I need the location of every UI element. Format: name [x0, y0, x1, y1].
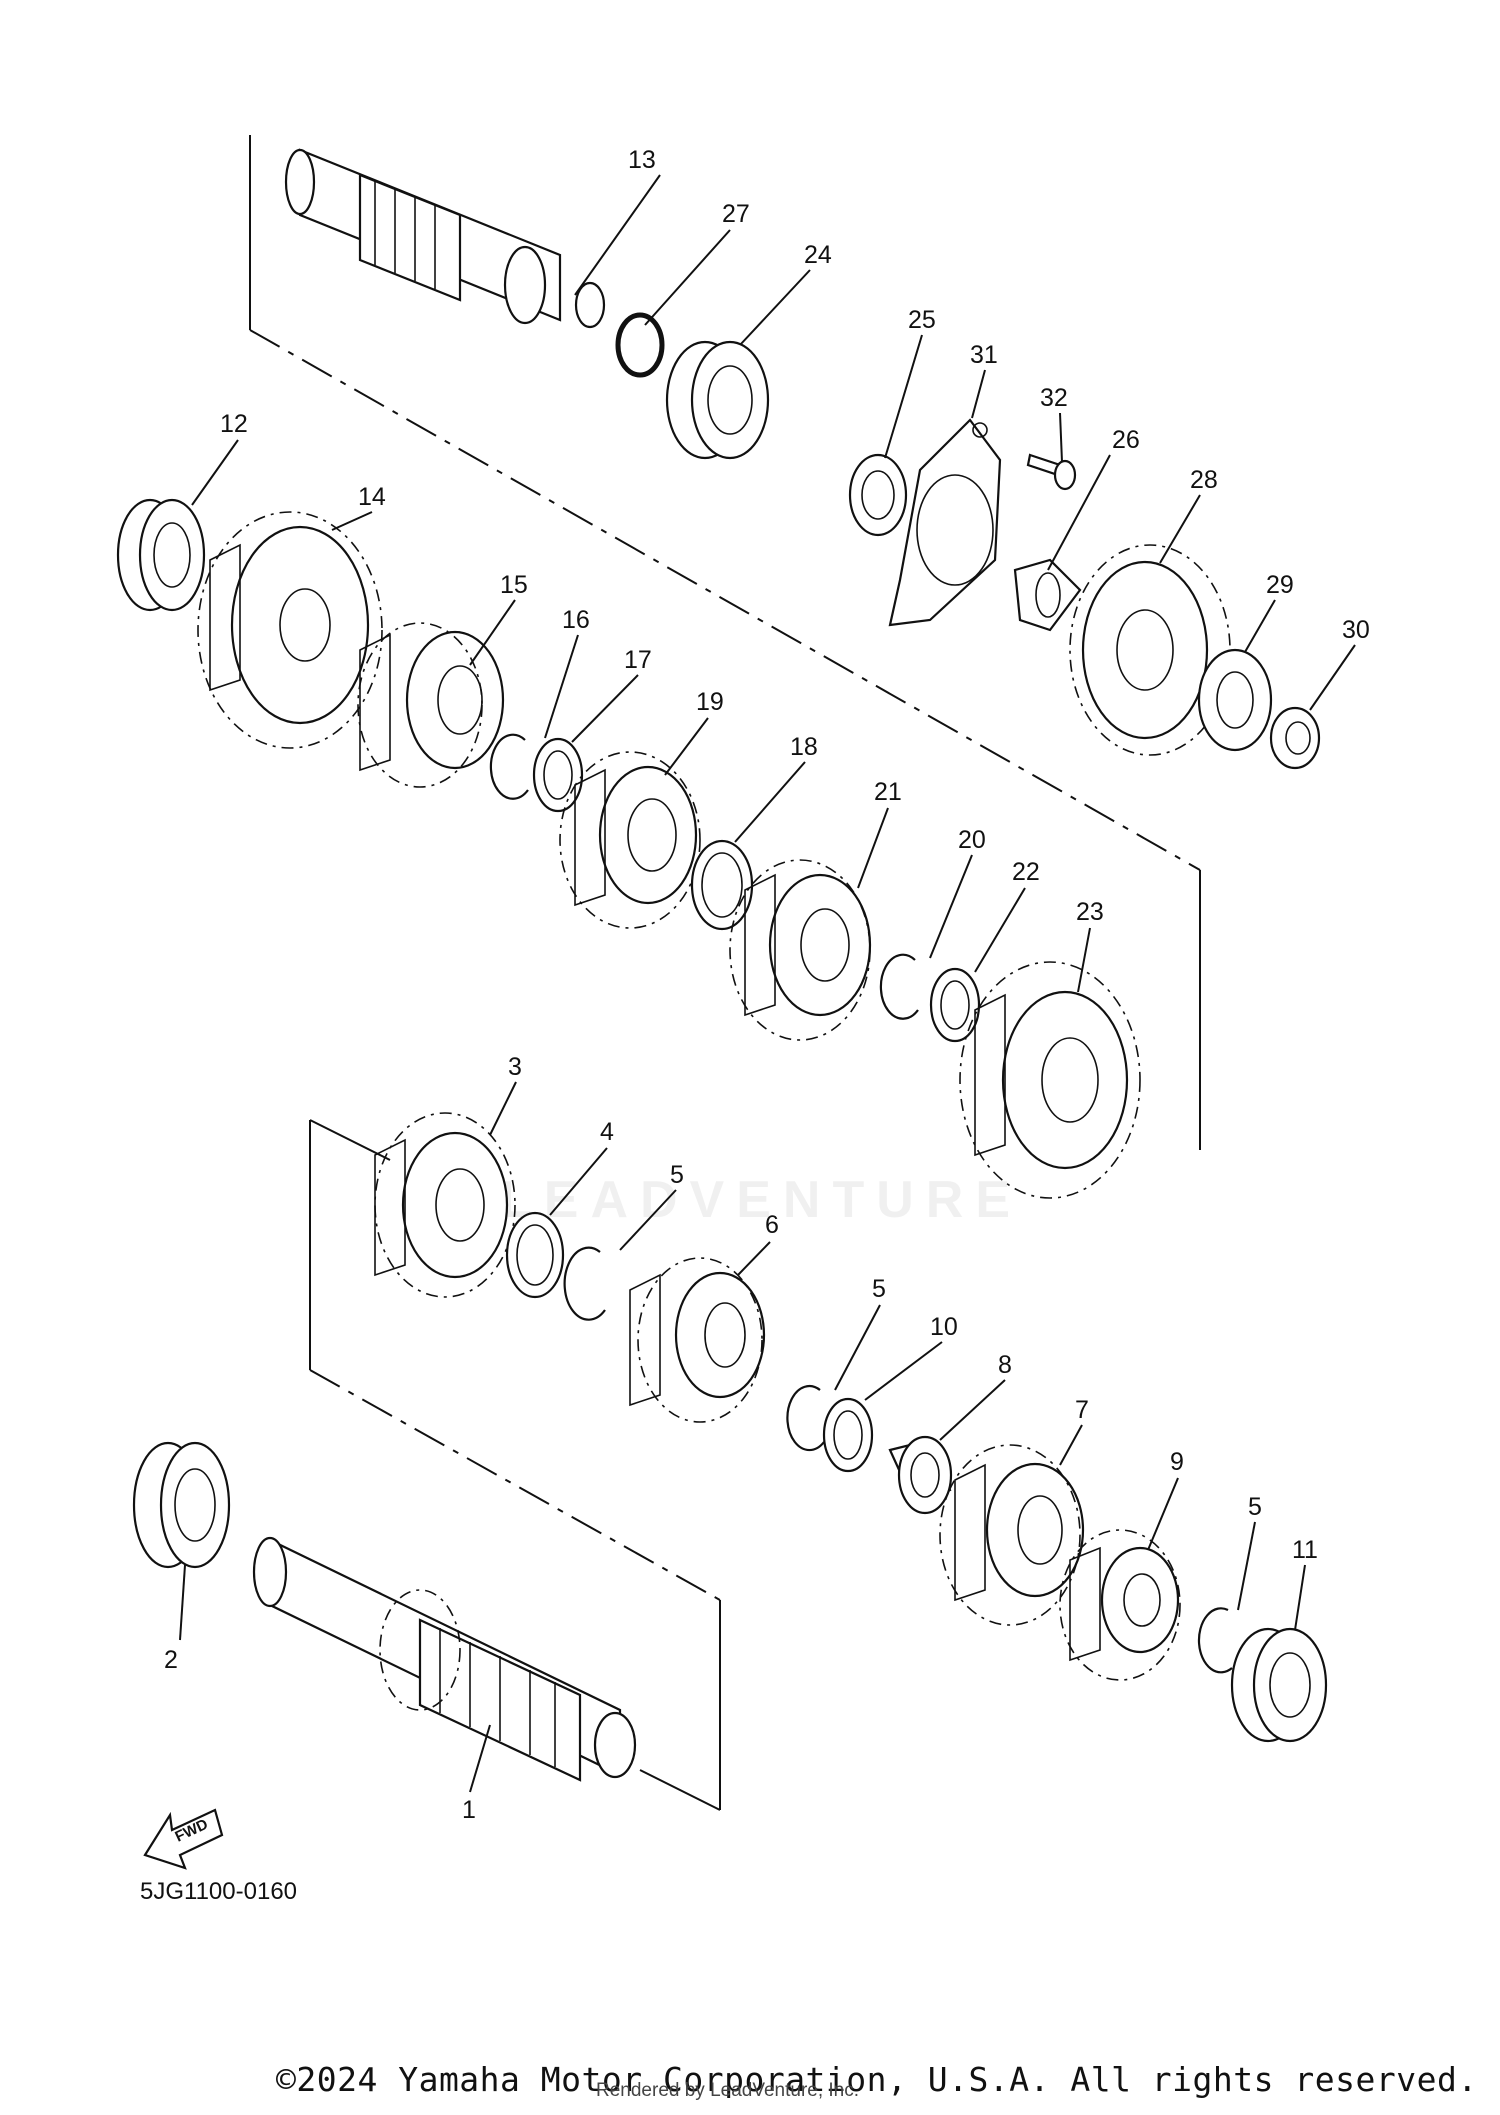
- callout-16: 16: [562, 606, 590, 634]
- callout-3: 3: [508, 1053, 522, 1081]
- part-drive-axle: [252, 1536, 637, 1782]
- part-gear-3: [374, 1112, 516, 1298]
- part-washer-4: [505, 1211, 565, 1299]
- callout-19: 19: [696, 688, 724, 716]
- leader-lines: [179, 174, 1356, 1793]
- callout-5a: 5: [670, 1161, 684, 1189]
- callout-30: 30: [1342, 616, 1370, 644]
- part-washer-17: [532, 737, 584, 813]
- part-bushing-8: [888, 1435, 953, 1515]
- part-lock-washer: [1197, 648, 1273, 752]
- fwd-arrow-icon: FWD: [143, 1808, 224, 1870]
- callout-1: 1: [462, 1796, 476, 1824]
- part-bearing-11: [1230, 1627, 1328, 1743]
- callout-5b: 5: [872, 1275, 886, 1303]
- part-circlip-5b: [786, 1385, 825, 1452]
- part-nut: [1269, 706, 1321, 770]
- part-gear-15: [357, 622, 505, 788]
- callout-labels: 1 2 3 4 5 5 5 5 6 7 8 9 10 11 12 13 14 1…: [164, 146, 1370, 1824]
- callout-6: 6: [765, 1211, 779, 1239]
- part-gear-14: [197, 511, 383, 749]
- part-gear-6: [629, 1257, 766, 1423]
- callout-8: 8: [998, 1351, 1012, 1379]
- part-gear-7: [939, 1444, 1085, 1626]
- part-collar: [1013, 558, 1082, 632]
- lower-assembly-frame: [309, 1119, 721, 1811]
- callout-29: 29: [1266, 571, 1294, 599]
- part-washer-22: [929, 967, 981, 1043]
- part-retainer-plate: [888, 418, 1002, 627]
- callout-22: 22: [1012, 858, 1040, 886]
- callout-32: 32: [1040, 384, 1068, 412]
- callout-28: 28: [1190, 466, 1218, 494]
- rendered-by-notice: Rendered by LeadVenture, Inc.: [596, 2080, 860, 2101]
- callout-21: 21: [874, 778, 902, 806]
- callout-25: 25: [908, 306, 936, 334]
- part-gear-23: [959, 961, 1141, 1199]
- callout-27: 27: [722, 200, 750, 228]
- callout-5c: 5: [1248, 1493, 1262, 1521]
- watermark: LEADVENTURE: [500, 1171, 1023, 1229]
- part-bolt: [1026, 453, 1077, 491]
- part-circlip-5a: [563, 1246, 606, 1321]
- part-gear-9: [1059, 1529, 1181, 1681]
- upper-assembly-frame: [249, 135, 1201, 1150]
- callout-13: 13: [628, 146, 656, 174]
- diagram-code: 5JG1100-0160: [140, 1878, 298, 1905]
- part-gear-21: [729, 859, 872, 1041]
- part-oil-seal: [848, 453, 908, 537]
- callout-15: 15: [500, 571, 528, 599]
- callout-10: 10: [930, 1313, 958, 1341]
- callout-11: 11: [1292, 1536, 1318, 1564]
- callout-4: 4: [600, 1118, 614, 1146]
- part-washer-10: [822, 1397, 874, 1473]
- part-bearing-24: [665, 340, 770, 460]
- part-main-axle: [284, 148, 606, 329]
- callout-7: 7: [1075, 1396, 1089, 1424]
- callout-9: 9: [1170, 1448, 1184, 1476]
- callout-23: 23: [1076, 898, 1104, 926]
- part-circlip-5c: [1197, 1607, 1233, 1674]
- callout-26: 26: [1112, 426, 1140, 454]
- part-bearing-12: [116, 498, 206, 612]
- part-bearing-2: [132, 1441, 231, 1569]
- callout-12: 12: [220, 410, 248, 438]
- callout-17: 17: [624, 646, 652, 674]
- part-o-ring: [615, 312, 665, 378]
- copyright-notice: ©2024 Yamaha Motor Corporation, U.S.A. A…: [276, 2060, 1478, 2099]
- part-drive-sprocket: [1069, 544, 1231, 756]
- callout-14: 14: [358, 483, 386, 511]
- callout-24: 24: [804, 241, 832, 269]
- callout-31: 31: [970, 341, 998, 369]
- part-circlip-20: [879, 953, 919, 1020]
- callout-2: 2: [164, 1646, 178, 1674]
- callout-18: 18: [790, 733, 818, 761]
- part-circlip-16: [489, 733, 529, 800]
- part-gear-19: [559, 751, 701, 929]
- callout-20: 20: [958, 826, 986, 854]
- part-washer-18: [690, 839, 754, 931]
